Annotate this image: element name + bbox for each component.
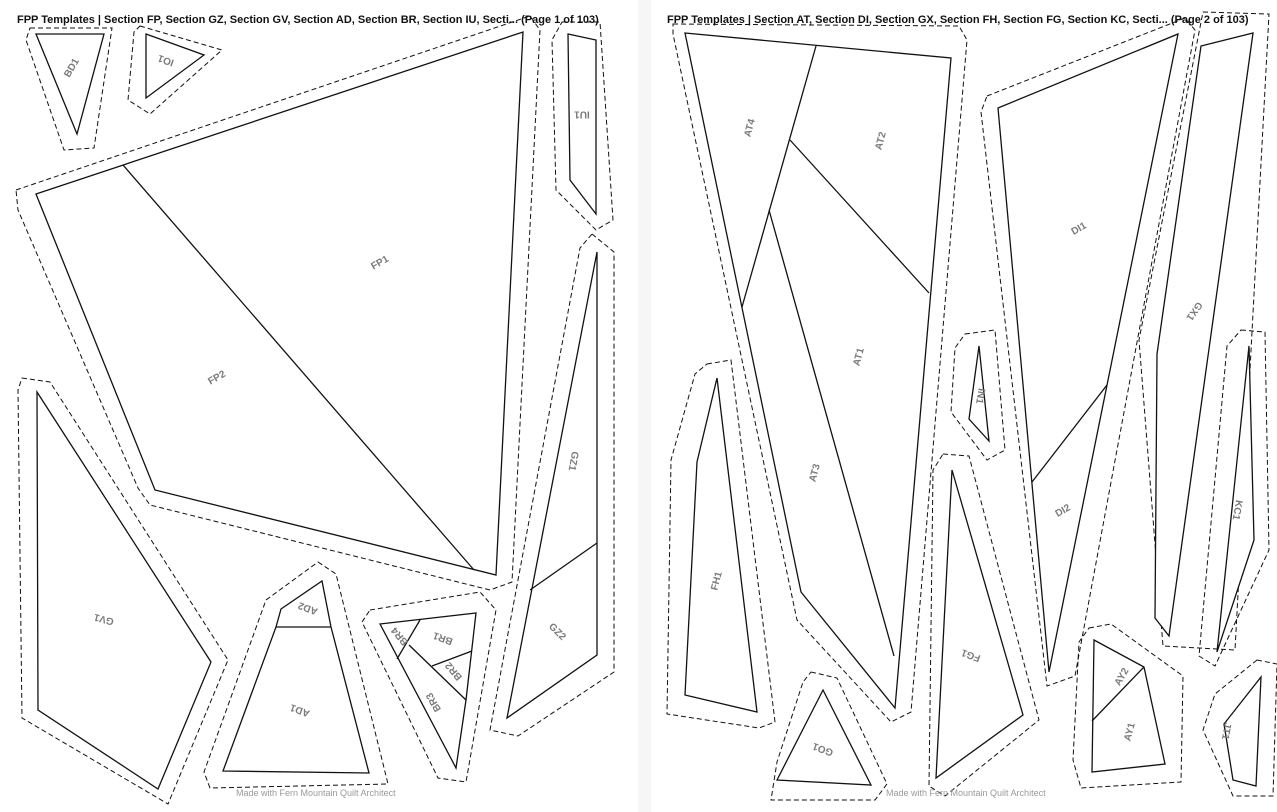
piece-ad[interactable]: AD2 AD1 — [203, 561, 389, 789]
piece-label: KC1 — [1230, 499, 1244, 521]
piece-fg1[interactable]: FG1 — [928, 453, 1040, 797]
template-sheet-2: AT4 AT2 AT1 AT3 DI1 DI2 GX1 IN1 — [666, 11, 1277, 801]
piece-fh1[interactable]: FH1 — [666, 359, 776, 729]
piece-label: AT3 — [807, 462, 822, 483]
page-title: FPP Templates | Section AT, Section DI, … — [667, 14, 1249, 26]
page-title: FPP Templates | Section FP, Section GZ, … — [17, 14, 599, 26]
piece-label: JT1 — [1219, 722, 1233, 741]
piece-in1[interactable]: IN1 — [950, 329, 1006, 461]
piece-label: IU1 — [574, 108, 590, 119]
piece-io1[interactable]: IO1 — [127, 25, 224, 115]
piece-iu1[interactable]: IU1 — [551, 21, 614, 231]
piece-label: AT4 — [742, 117, 757, 138]
template-page-2: AT4 AT2 AT1 AT3 DI1 DI2 GX1 IN1 — [651, 0, 1277, 812]
page-footer: Made with Fern Mountain Quilt Architect — [886, 788, 1046, 798]
piece-bd1[interactable]: BD1 — [25, 27, 113, 151]
piece-br[interactable]: BR4 BR1 BR2 BR3 — [361, 591, 497, 783]
page-footer: Made with Fern Mountain Quilt Architect — [236, 788, 396, 798]
piece-jt1[interactable]: JT1 — [1202, 659, 1277, 797]
piece-at[interactable]: AT4 AT2 AT1 AT3 — [672, 23, 968, 723]
piece-kc1[interactable]: KC1 — [1198, 329, 1270, 667]
piece-gv1[interactable]: GV1 — [17, 377, 229, 805]
piece-gz[interactable]: GZ1 GZ2 — [489, 233, 615, 737]
piece-gx1[interactable]: GX1 — [1138, 11, 1270, 651]
piece-di[interactable]: DI1 DI2 — [980, 17, 1196, 687]
piece-label: IO1 — [156, 52, 175, 68]
piece-label: AY1 — [1122, 721, 1138, 742]
piece-label: AT1 — [851, 346, 866, 367]
piece-label: GZ1 — [566, 450, 580, 471]
piece-fp[interactable]: FP1 FP2 — [15, 15, 541, 591]
piece-label: IN1 — [973, 387, 987, 405]
template-page-1: BD1 IO1 IU1 FP1 FP2 GZ1 GZ2 — [0, 0, 638, 812]
piece-go1[interactable]: GO1 — [770, 671, 888, 801]
template-sheet-1: BD1 IO1 IU1 FP1 FP2 GZ1 GZ2 — [15, 15, 615, 805]
piece-ay[interactable]: AY2 AY1 — [1072, 623, 1184, 789]
piece-label: GV1 — [93, 611, 116, 627]
piece-label: AT2 — [873, 130, 888, 151]
piece-label: FH1 — [709, 570, 725, 592]
